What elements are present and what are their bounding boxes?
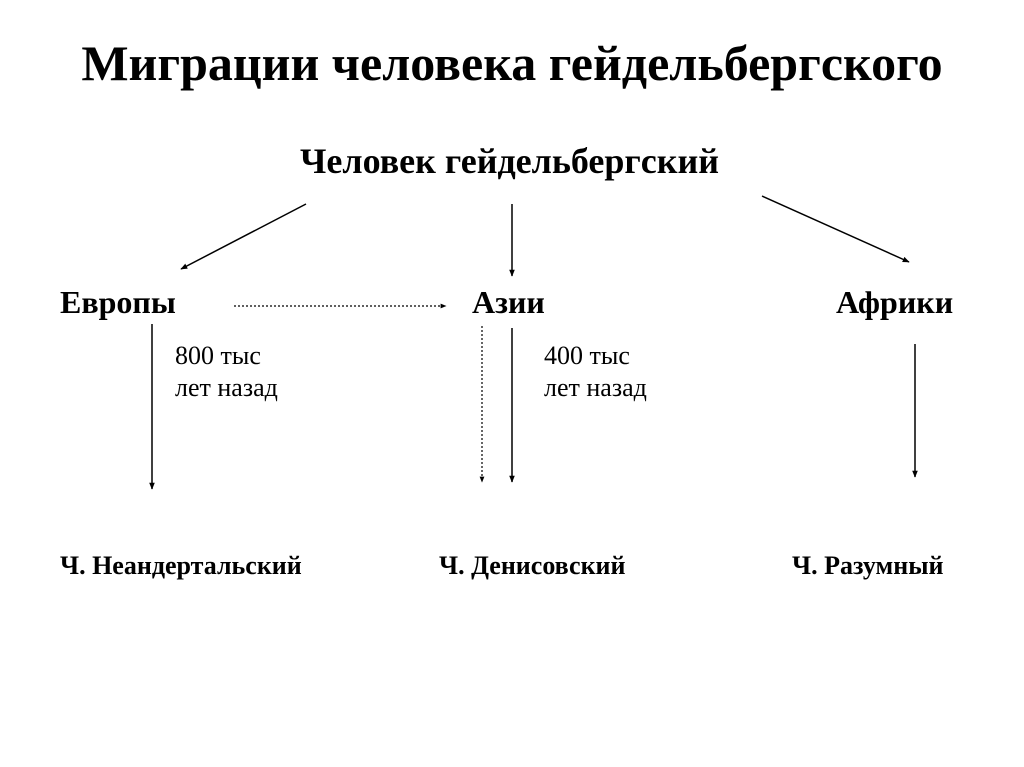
time-note-europe-line1: 800 тыс: [175, 341, 261, 370]
slide-title: Миграции человека гейдельбергского: [81, 35, 943, 91]
time-note-europe-line2: лет назад: [175, 373, 278, 402]
species-sapiens: Ч. Разумный: [792, 551, 944, 580]
species-denisovan: Ч. Денисовский: [439, 551, 626, 580]
time-note-asia: 400 тыс лет назад: [544, 340, 647, 404]
species-neanderthal: Ч. Неандертальский: [60, 551, 302, 580]
region-africa: Африки: [836, 284, 954, 320]
arrow-root-to-africa: [761, 195, 910, 263]
root-node-heidelberg: Человек гейдельбергский: [300, 141, 719, 181]
time-note-asia-line1: 400 тыс: [544, 341, 630, 370]
region-asia: Азии: [472, 284, 545, 320]
time-note-europe: 800 тыс лет назад: [175, 340, 278, 404]
region-europe: Европы: [60, 284, 176, 320]
time-note-asia-line2: лет назад: [544, 373, 647, 402]
arrow-root-to-europe: [180, 203, 307, 270]
